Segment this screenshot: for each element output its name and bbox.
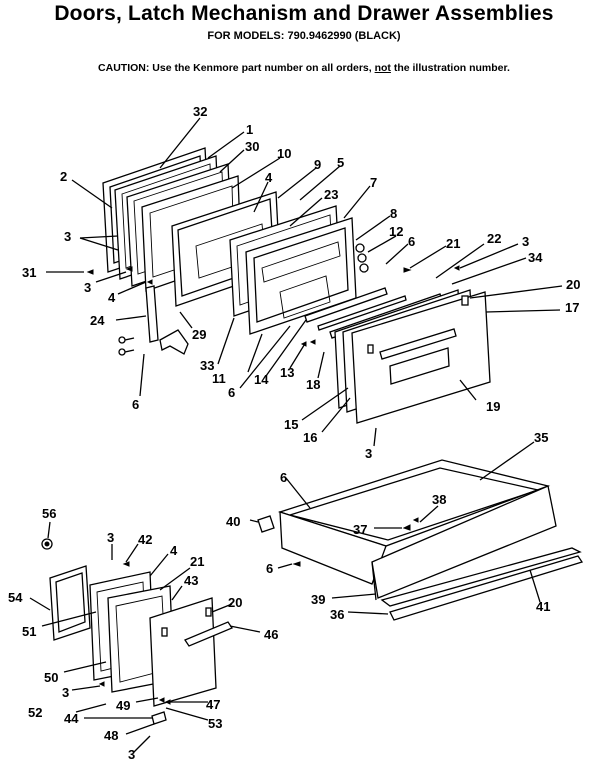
callout-label: 43	[184, 573, 198, 588]
callout-label: 54	[8, 590, 23, 605]
callout-label: 3	[365, 446, 372, 461]
callout-label: 3	[522, 234, 529, 249]
callout-label: 10	[277, 146, 291, 161]
callout-label: 47	[206, 697, 220, 712]
oven-door-assembly	[86, 147, 491, 424]
callout-label: 21	[190, 554, 204, 569]
callout-numbers: 32 1 30 10 2 9 5 4 23 7 3 8 12 6 21 22 3…	[8, 104, 580, 762]
callout-label: 4	[170, 543, 178, 558]
drawer-rail	[380, 547, 582, 607]
callout-label: 3	[62, 685, 69, 700]
callout-label: 4	[265, 170, 273, 185]
callout-label: 14	[254, 372, 269, 387]
callout-label: 20	[566, 277, 580, 292]
callout-label: 15	[284, 417, 298, 432]
callout-label: 49	[116, 698, 130, 713]
callout-label: 40	[226, 514, 240, 529]
leader-lines	[29, 117, 563, 753]
door-handle-mount	[461, 295, 469, 306]
callout-label: 35	[534, 430, 548, 445]
callout-label: 36	[330, 607, 344, 622]
small-door-assembly	[41, 538, 233, 725]
callout-label: 29	[192, 327, 206, 342]
callout-label: 17	[565, 300, 579, 315]
small-door-hinge	[151, 711, 167, 725]
callout-label: 6	[266, 561, 273, 576]
drawer-stop	[257, 515, 275, 533]
callout-label: 23	[324, 187, 338, 202]
callout-label: 6	[132, 397, 139, 412]
callout-label: 53	[208, 716, 222, 731]
callout-label: 6	[408, 234, 415, 249]
callout-label: 41	[536, 599, 550, 614]
callout-label: 22	[487, 231, 501, 246]
gasket-clip	[359, 263, 369, 273]
caution-suffix: the illustration number.	[390, 62, 510, 74]
callout-label: 21	[446, 236, 460, 251]
door-handle-mount	[367, 344, 374, 354]
callout-label: 3	[128, 747, 135, 762]
callout-label: 24	[90, 313, 105, 328]
callout-label: 48	[104, 728, 118, 743]
callout-label: 9	[314, 157, 321, 172]
callout-label: 33	[200, 358, 214, 373]
models-line: FOR MODELS: 790.9462990 (BLACK)	[207, 30, 401, 42]
page-title: Doors, Latch Mechanism and Drawer Assemb…	[54, 2, 554, 25]
callout-label: 42	[138, 532, 152, 547]
door-trim-strip	[304, 287, 388, 323]
caution-emphasis: not	[374, 62, 391, 74]
callout-label: 30	[245, 139, 259, 154]
door-trim-strip	[317, 295, 407, 331]
callout-label: 46	[264, 627, 278, 642]
caution-prefix: CAUTION: Use the Kenmore part number on …	[98, 62, 375, 74]
callout-label: 38	[432, 492, 446, 507]
callout-label: 31	[22, 265, 36, 280]
callout-label: 37	[353, 522, 367, 537]
door-handle	[379, 328, 457, 360]
callout-label: 12	[389, 224, 403, 239]
callout-label: 16	[303, 430, 317, 445]
callout-label: 18	[306, 377, 320, 392]
callout-label: 3	[107, 530, 114, 545]
callout-label: 3	[64, 229, 71, 244]
callout-label: 3	[84, 280, 91, 295]
callout-label: 8	[390, 206, 397, 221]
callout-label: 4	[108, 290, 116, 305]
callout-label: 34	[528, 250, 543, 265]
callout-label: 5	[337, 155, 344, 170]
callout-label: 1	[246, 122, 253, 137]
callout-label: 7	[370, 175, 377, 190]
callout-label: 52	[28, 705, 42, 720]
callout-label: 2	[60, 169, 67, 184]
callout-label: 44	[64, 711, 79, 726]
small-door-handle	[184, 621, 233, 647]
callout-label: 13	[280, 365, 294, 380]
door-hinge	[145, 285, 159, 343]
callout-label: 50	[44, 670, 58, 685]
callout-label: 39	[311, 592, 325, 607]
callout-label: 6	[280, 470, 287, 485]
gasket-clip	[355, 243, 365, 253]
small-outer-door	[149, 597, 217, 707]
callout-label: 11	[212, 371, 226, 386]
outer-oven-door	[351, 291, 491, 424]
drawer-front	[371, 485, 557, 599]
caution-note: CAUTION: Use the Kenmore part number on …	[0, 62, 608, 74]
callout-label: 19	[486, 399, 500, 414]
drawer-assembly	[257, 459, 584, 621]
callout-label: 20	[228, 595, 242, 610]
callout-label: 6	[228, 385, 235, 400]
callout-label: 56	[42, 506, 56, 521]
drawer-rail	[389, 555, 584, 621]
callout-label: 51	[22, 624, 36, 639]
gasket-clip	[357, 253, 367, 263]
callout-label: 32	[193, 104, 207, 119]
